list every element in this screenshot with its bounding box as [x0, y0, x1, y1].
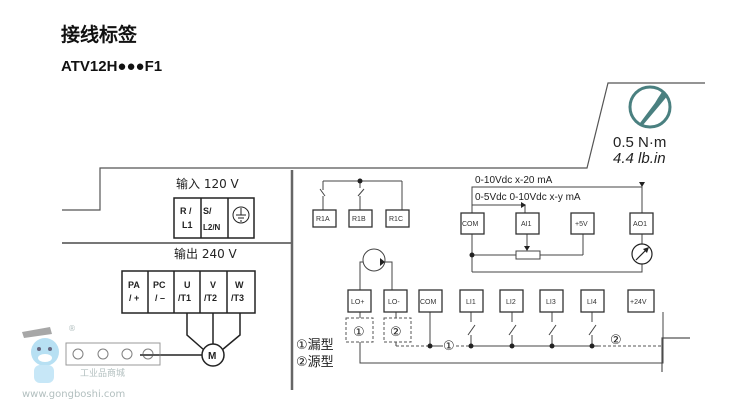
terminal-r-l1-line2: L1	[182, 220, 193, 230]
terminal-u-line2: /T1	[178, 293, 191, 303]
terminal-pc-line1: PC	[153, 280, 166, 290]
relay-terminals	[312, 209, 410, 228]
legend-sink: ①漏型	[296, 337, 334, 353]
torque-imperial: 4.4 lb.in	[613, 150, 666, 167]
watermark-url: www.gongboshi.com	[22, 389, 125, 400]
terminal-lo-minus: LO-	[388, 299, 400, 306]
terminal-w-line2: /T3	[231, 293, 244, 303]
terminal-s-l2n-line1: S/	[203, 206, 212, 216]
terminal-ai1: AI1	[521, 221, 532, 228]
lo-plus-marker: ①	[353, 325, 365, 340]
lo-minus-marker: ②	[390, 325, 402, 340]
housing-outline	[62, 82, 705, 390]
terminal-ao1: AO1	[633, 221, 647, 228]
watermark-brand: 工业品商城	[80, 367, 125, 379]
terminal-pa-line2: / +	[129, 293, 139, 303]
registered-mark: ®	[68, 324, 76, 333]
terminal-r-l1-line1: R /	[180, 206, 192, 216]
analog-terminals	[460, 212, 654, 235]
terminal-v-line1: V	[210, 280, 216, 290]
analog-signal-top: 0-10Vdc x-20 mA	[475, 175, 553, 186]
terminal-com-analog: COM	[462, 221, 479, 228]
output-terminal-block	[121, 270, 256, 314]
terminal-li1: LI1	[466, 299, 476, 306]
motor-icon	[201, 343, 225, 367]
ground-icon	[232, 206, 250, 224]
sink-marker: ①	[443, 339, 455, 354]
watermark-box	[65, 342, 161, 366]
source-marker: ②	[610, 333, 622, 348]
legend-source: ②源型	[296, 355, 334, 370]
relay-wiring	[319, 180, 403, 210]
terminal-com-logic: COM	[420, 299, 437, 306]
terminal-v-line2: /T2	[204, 293, 217, 303]
analog-junction	[469, 252, 475, 258]
model-label: ATV12H●●●F1	[61, 58, 163, 75]
terminal-5v: +5V	[575, 221, 588, 228]
logic-terminals	[347, 289, 655, 313]
torque-metric: 0.5 N·m	[613, 134, 666, 151]
output-voltage-label: 输出 240 V	[174, 246, 238, 261]
terminal-li2: LI2	[506, 299, 516, 306]
terminal-r1b: R1B	[352, 216, 366, 223]
terminal-w-line1: W	[235, 280, 244, 290]
motor-label: M	[208, 351, 216, 362]
logic-wiring	[359, 248, 664, 364]
housing-corner	[661, 337, 690, 372]
terminal-pa-line1: PA	[128, 280, 140, 290]
logic-junctions	[427, 343, 595, 349]
terminal-s-l2n-line2: L2/N	[203, 223, 221, 232]
housing-top-edge	[62, 82, 705, 211]
terminal-r1c: R1C	[389, 216, 403, 223]
page-title: 接线标签	[61, 24, 138, 46]
motor-wiring	[140, 313, 241, 356]
terminal-li3: LI3	[546, 299, 556, 306]
terminal-li4: LI4	[587, 299, 597, 306]
screwdriver-icon	[628, 85, 672, 129]
potentiometer-icon	[515, 250, 541, 260]
mascot-icon	[22, 327, 59, 383]
watermark: ® 工业品商城 www.gongboshi.com	[22, 324, 161, 400]
terminal-pc-line2: / –	[155, 293, 165, 303]
analog-signal-bottom: 0-5Vdc 0-10Vdc x-y mA	[475, 192, 581, 203]
terminal-r1a: R1A	[316, 216, 330, 223]
relay-junction	[357, 178, 363, 184]
terminal-24v: +24V	[630, 299, 647, 306]
terminal-u-line1: U	[184, 280, 191, 290]
input-voltage-label: 输入 120 V	[176, 176, 240, 191]
terminal-lo-plus: LO+	[351, 299, 364, 306]
